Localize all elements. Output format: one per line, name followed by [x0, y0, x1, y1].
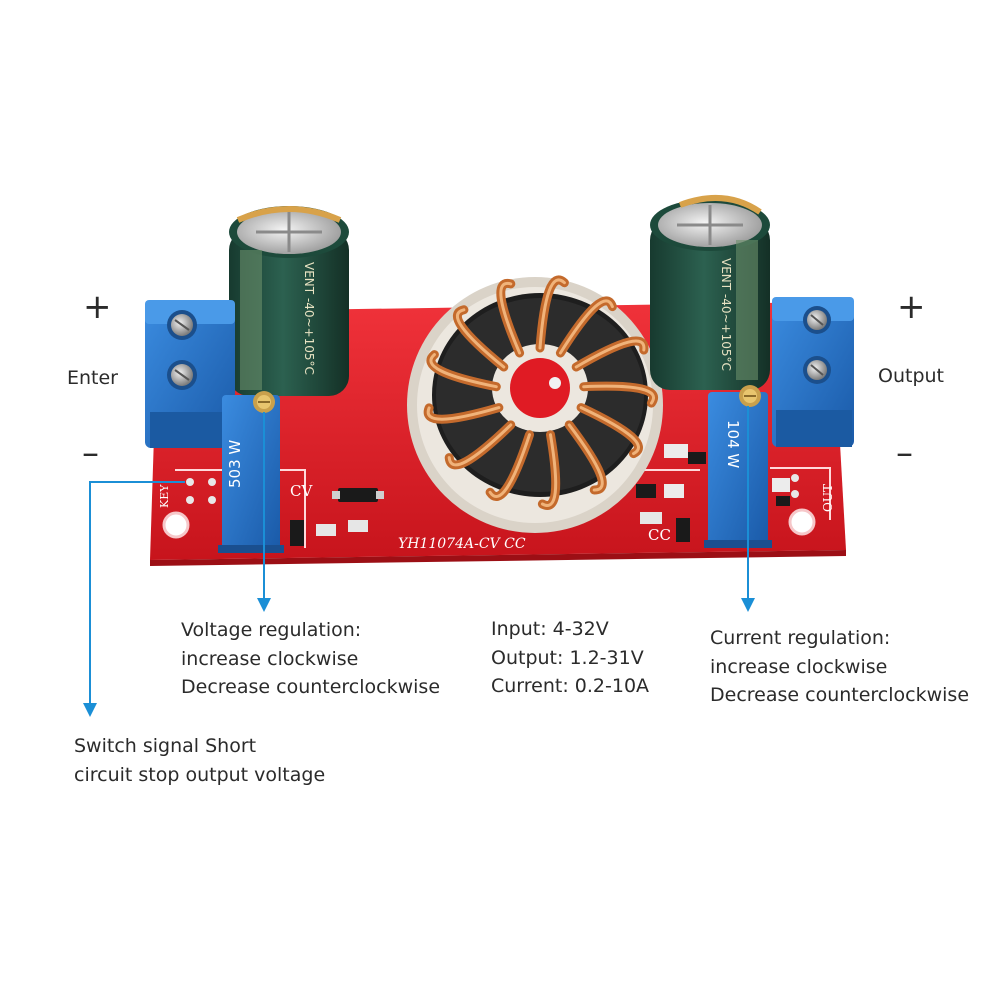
capacitor-left: VENT -40~+105°C	[229, 206, 349, 396]
cc-marking: CC	[648, 526, 671, 544]
spec-input: Input: 4-32V	[491, 618, 609, 640]
voltage-leader-arrow	[257, 412, 271, 612]
voltage-regulation-line: Decrease counterclockwise	[181, 676, 441, 698]
capacitor-right: VENT -40~+105°C	[650, 194, 770, 390]
voltage-regulation-line: Voltage regulation:	[181, 619, 362, 641]
spec-output: Output: 1.2-31V	[491, 646, 644, 669]
voltage-regulation-line: increase clockwise	[181, 647, 359, 670]
current-regulation-note: Current regulation: increase clockwise D…	[710, 624, 969, 710]
output-plus-symbol: +	[897, 287, 926, 327]
current-leader-arrow	[741, 406, 755, 612]
current-potentiometer: 104 W	[704, 385, 772, 548]
output-label: Output	[878, 365, 944, 387]
output-terminal-block	[772, 297, 854, 447]
output-minus-symbol: –	[896, 433, 913, 473]
out-marking: OUT	[821, 484, 835, 512]
copper-winding-highlight	[540, 433, 558, 507]
capacitor-right-marking: VENT -40~+105°C	[719, 258, 733, 371]
copper-winding-highlight	[447, 423, 513, 467]
specs-note: Input: 4-32V Output: 1.2-31V Current: 0.…	[491, 615, 649, 701]
copper-winding-highlight	[455, 308, 506, 369]
key-marking: KEY	[158, 484, 171, 508]
copper-winding-highlight	[558, 299, 614, 355]
copper-winding-highlight	[538, 278, 566, 350]
toroid-inductor	[423, 275, 658, 510]
current-regulation-line: Decrease counterclockwise	[710, 684, 970, 706]
voltage-pot-marking: 503 W	[226, 440, 244, 488]
model-marking: YH11074A-CV CC	[398, 536, 526, 552]
cv-marking: CV	[290, 482, 313, 500]
voltage-potentiometer: 503 W	[218, 391, 284, 553]
capacitor-left-marking: VENT -40~+105°C	[302, 262, 316, 375]
voltage-regulation-note: Voltage regulation: increase clockwise D…	[181, 616, 440, 702]
leader-lines	[83, 406, 755, 717]
switch-leader-arrow	[83, 481, 185, 717]
input-plus-symbol: +	[83, 287, 112, 327]
copper-winding-highlight	[574, 339, 646, 369]
input-minus-symbol: –	[82, 433, 99, 473]
current-regulation-line: increase clockwise	[710, 655, 888, 678]
switch-signal-note: Switch signal Short circuit stop output …	[74, 732, 325, 789]
current-pot-marking: 104 W	[724, 420, 742, 468]
spec-current: Current: 0.2-10A	[491, 675, 650, 697]
input-terminal-block	[145, 300, 235, 448]
switch-signal-line: Switch signal Short	[74, 735, 257, 757]
copper-winding-highlight	[488, 433, 531, 498]
silkscreen-text: YH11074A-CV CC CV CC KEY OUT	[158, 482, 835, 552]
copper-winding-highlight	[426, 406, 501, 421]
copper-winding-highlight	[429, 353, 498, 389]
switch-signal-line: circuit stop output voltage	[74, 763, 326, 786]
copper-winding-highlight	[582, 384, 655, 405]
smd-components	[186, 444, 799, 546]
copper-winding-highlight	[499, 281, 522, 355]
input-label: Enter	[67, 367, 118, 389]
copper-winding-highlight	[567, 423, 604, 492]
current-regulation-line: Current regulation:	[710, 627, 891, 649]
copper-winding-highlight	[579, 406, 640, 456]
